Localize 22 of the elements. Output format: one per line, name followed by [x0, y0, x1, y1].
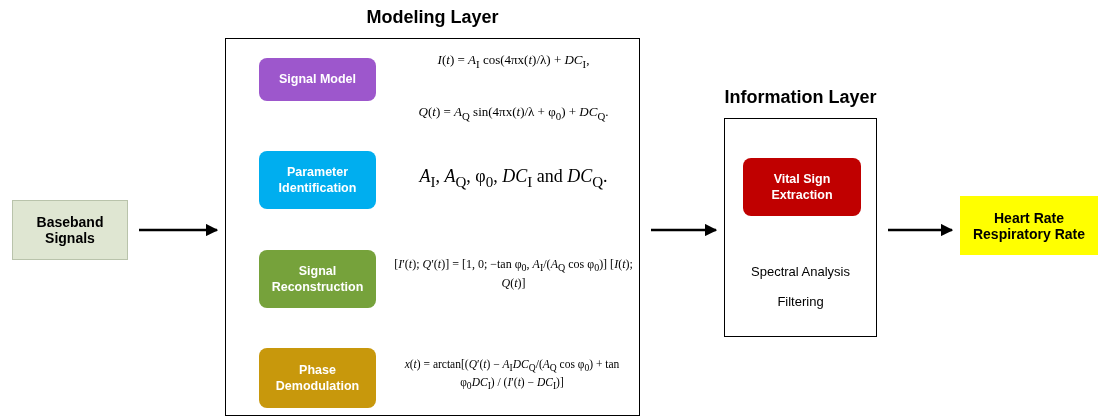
arrow — [888, 223, 954, 237]
layer-note: Spectral Analysis — [750, 264, 851, 279]
layer-note: Filtering — [776, 294, 825, 309]
formula: I(t) = A$_{I}$ cos(4πx(t)/λ) + DC$_{I}$, — [436, 51, 591, 72]
formula: [I′(t); Q′(t)] = [1, 0; −tan φ$_{0}$, A$_{I}$/(A$_{Q}$ cos φ$_{0}$)] [I(t); Q(t)] — [393, 256, 634, 292]
process-box: Signal Model — [259, 58, 376, 101]
process-box: Signal Reconstruction — [259, 250, 376, 308]
arrow — [139, 223, 219, 237]
layer-title: Information Layer — [723, 87, 878, 108]
box-label: Heart Rate — [994, 209, 1064, 226]
output-box — [960, 196, 1098, 255]
process-box: Phase Demodulation — [259, 348, 376, 408]
layer-title: Modeling Layer — [365, 7, 500, 28]
box-label: Respiratory Rate — [972, 225, 1085, 242]
formula: Q(t) = A$_{Q}$ sin(4πx(t)/λ + φ$_{0}$) + DC$_{Q}$. — [417, 103, 610, 124]
process-box: Vital Sign Extraction — [743, 158, 861, 216]
process-box: Parameter Identification — [259, 151, 376, 209]
formula: x(t) = arctan[(Q′(t) − A$_{I}$DC$_{Q}$/(A$_{Q}$ cos φ$_{0}$) + tan φ$_{0}$DC$_{I}$) / (I′(t) − DC$_{I}$)] — [403, 357, 621, 394]
arrow — [651, 223, 718, 237]
formula: A$_{I}$, A$_{Q}$, φ$_{0}$, DC$_{I}$ and DC$_{Q}$. — [417, 165, 609, 192]
box-label: Baseband Signals — [35, 214, 105, 246]
input-box — [12, 200, 128, 260]
